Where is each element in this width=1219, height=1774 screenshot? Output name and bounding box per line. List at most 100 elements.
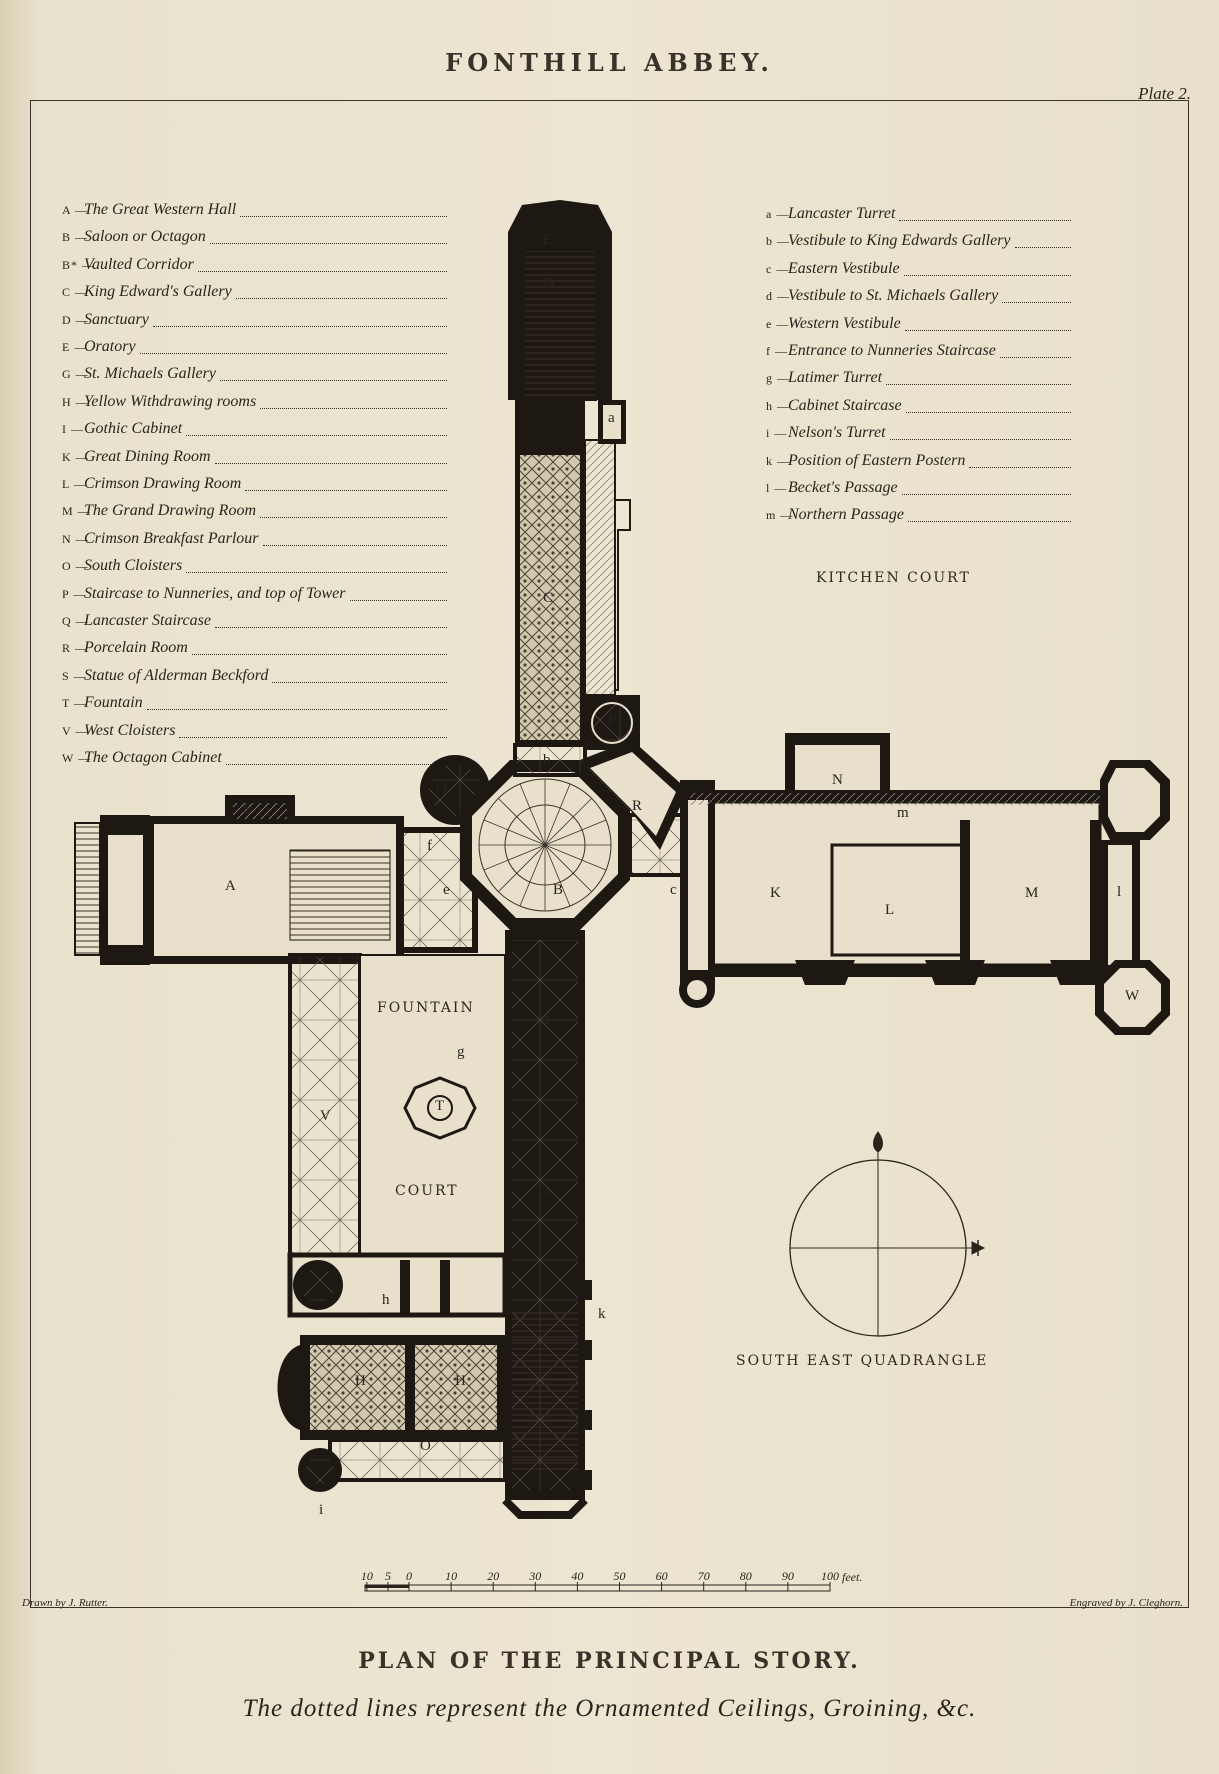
legend-key: D —: [62, 312, 89, 327]
legend-label: Western Vestibule: [788, 314, 901, 332]
letter-H2: H: [455, 1373, 466, 1389]
legend-item: V —West Cloisters: [62, 721, 447, 741]
legend-label: Nelson's Turret: [788, 424, 886, 442]
legend-key: k —: [766, 453, 790, 468]
legend-label: The Grand Drawing Room: [84, 502, 257, 520]
legend-label: Saloon or Octagon: [84, 228, 206, 246]
letter-C: C: [543, 590, 554, 606]
legend-leader: [220, 380, 447, 382]
letter-m: m: [897, 805, 909, 821]
letter-H1: H: [355, 1373, 366, 1389]
legend-leader: [908, 521, 1071, 523]
legend-label: King Edward's Gallery: [84, 283, 232, 301]
scale-tick-label: 90: [782, 1569, 794, 1583]
legend-item: O —South Cloisters: [62, 556, 447, 576]
scale-tick-label: 40: [571, 1569, 583, 1583]
legend-key: i —: [766, 426, 788, 441]
plan-note: The dotted lines represent the Ornamente…: [242, 1695, 977, 1722]
legend-key: C —: [62, 285, 89, 300]
legend-item: A —The Great Western Hall: [62, 200, 447, 220]
letter-k: k: [598, 1306, 606, 1322]
legend-label: Eastern Vestibule: [788, 259, 900, 277]
legend-leader: [245, 490, 447, 491]
fountain-court: [287, 953, 508, 1318]
letter-V: V: [320, 1108, 331, 1124]
legend-leader: [260, 517, 447, 519]
legend-leader: [890, 439, 1071, 441]
letter-T: T: [435, 1098, 445, 1114]
letter-E: E: [543, 232, 553, 248]
plate-number: Plate 2.: [1138, 84, 1191, 103]
legend-label: Vaulted Corridor: [84, 255, 194, 273]
legend-key: B —: [62, 230, 89, 245]
legend-key: l —: [766, 481, 788, 495]
legend-key: e —: [766, 316, 790, 331]
legend-item: k —Position of Eastern Postern: [766, 451, 1071, 471]
legend-label: Lancaster Staircase: [84, 612, 211, 629]
legend-leader: [1015, 247, 1071, 249]
letter-e: e: [443, 882, 450, 898]
legend-label: Northern Passage: [788, 506, 904, 524]
legend-key: V —: [62, 723, 89, 738]
legend-leader: [147, 709, 447, 711]
yellow-rooms: [277, 1335, 507, 1492]
legend-item: H —Yellow Withdrawing rooms: [62, 392, 447, 412]
legend-label: Lancaster Turret: [788, 205, 896, 222]
legend-leader: [179, 736, 447, 738]
legend-leader: [215, 462, 447, 464]
scale-tick-label: 60: [656, 1569, 668, 1583]
letter-O: O: [420, 1438, 431, 1454]
legend-leader: [186, 435, 447, 437]
legend-key: Q —: [62, 614, 89, 628]
plate-title: FONTHILL ABBEY.: [445, 48, 774, 77]
letter-L: L: [885, 902, 895, 918]
legend-label: The Great Western Hall: [84, 201, 237, 218]
legend-item: l —Becket's Passage: [766, 478, 1071, 498]
legend-leader: [902, 494, 1071, 495]
legend-label: Crimson Drawing Room: [84, 475, 242, 492]
scale-tick-label: 0: [406, 1569, 412, 1583]
legend-key: m —: [766, 508, 794, 523]
legend-item: S —Statue of Alderman Beckford: [62, 666, 447, 686]
legend-key: H —: [62, 394, 89, 409]
legend-item: M —The Grand Drawing Room: [62, 501, 447, 521]
legend-item: I —Gothic Cabinet: [62, 419, 447, 439]
legend-item: f —Entrance to Nunneries Staircase: [766, 341, 1071, 361]
north-wing: [508, 200, 640, 750]
letter-i: i: [319, 1502, 324, 1518]
scale-tick-label: 20: [487, 1569, 499, 1583]
legend-item: h —Cabinet Staircase: [766, 396, 1071, 416]
legend-leader: [210, 243, 447, 245]
legend-key: N —: [62, 531, 89, 546]
kitchen-court-label: KITCHEN COURT: [816, 570, 971, 586]
south-wing: [472, 930, 592, 1519]
legend-leader: [260, 407, 447, 409]
legend-key: c —: [766, 261, 790, 276]
legend-label: Sanctuary: [84, 310, 149, 328]
legend-key: O —: [62, 559, 89, 574]
legend-leader: [1000, 357, 1071, 358]
legend-label: Porcelain Room: [84, 639, 188, 657]
legend-item: W —The Octagon Cabinet: [62, 748, 447, 768]
scale-tick-label: 5: [385, 1569, 391, 1583]
legend-label: The Octagon Cabinet: [84, 749, 222, 766]
legend-key: I —: [62, 422, 84, 437]
legend-item: G —St. Michaels Gallery: [62, 364, 447, 384]
compass: [789, 1131, 986, 1337]
legend-label: Oratory: [84, 338, 136, 355]
scale-tick-label: 30: [528, 1569, 541, 1583]
legend-leader: [240, 216, 447, 217]
scale-tick-label: 70: [698, 1569, 710, 1583]
legend-leader: [140, 353, 447, 354]
legend-key: R —: [62, 641, 89, 656]
octagon-saloon: [460, 740, 692, 930]
legend-item: N —Crimson Breakfast Parlour: [62, 529, 447, 549]
letter-f: f: [427, 838, 432, 854]
legend-leader: [263, 544, 447, 546]
legend-label: Vestibule to King Edwards Gallery: [788, 232, 1011, 250]
letter-M: M: [1025, 885, 1039, 901]
legend-leader: [192, 654, 447, 656]
legend-key: P —: [62, 586, 87, 601]
scale-tick-label: 80: [740, 1569, 752, 1583]
